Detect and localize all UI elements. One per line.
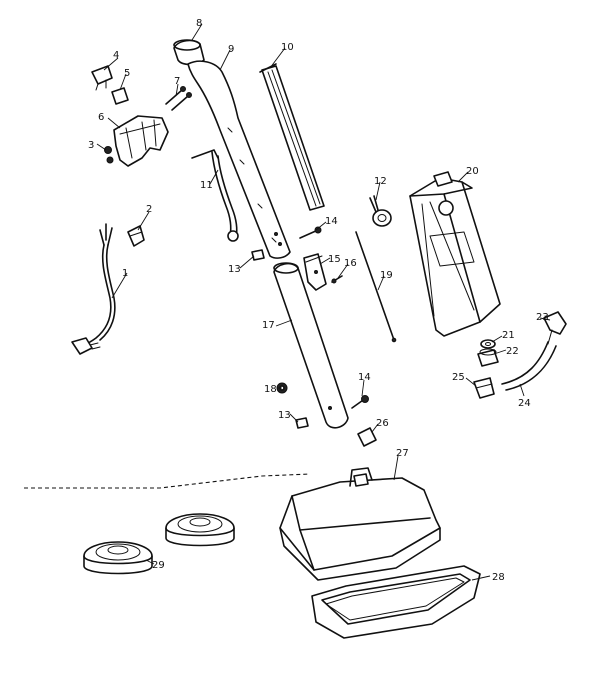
label-part-9: 9 bbox=[228, 44, 234, 55]
part-number-labels: 1 2 3 4 5 6 7 8 9 10 11 12 13 13 14 14 1… bbox=[88, 18, 549, 583]
part-motor-housing bbox=[279, 467, 441, 581]
part-cord-rail bbox=[259, 63, 325, 211]
part-screw-upper bbox=[251, 249, 265, 261]
label-part-27: 27 bbox=[396, 448, 409, 459]
label-part-28: 28 bbox=[492, 572, 505, 583]
label-part-26: 26 bbox=[376, 418, 389, 429]
part-nut bbox=[104, 146, 114, 164]
label-part-4: 4 bbox=[113, 50, 119, 61]
label-part-12: 12 bbox=[374, 176, 387, 187]
label-part-1: 1 bbox=[122, 268, 128, 279]
optional-parts-boundary bbox=[24, 473, 311, 489]
part-bolt-lower bbox=[351, 395, 369, 409]
label-part-20: 20 bbox=[466, 166, 479, 177]
part-valve bbox=[473, 377, 495, 399]
part-solution-tank bbox=[409, 171, 501, 337]
label-part-8: 8 bbox=[196, 18, 202, 29]
part-wire-connector bbox=[127, 225, 145, 247]
part-switch bbox=[91, 65, 113, 91]
part-screws bbox=[165, 86, 192, 111]
part-power-cord bbox=[71, 223, 116, 355]
label-part-23: 23 bbox=[536, 312, 549, 323]
label-part-2: 2 bbox=[146, 204, 152, 215]
label-part-6: 6 bbox=[98, 112, 104, 123]
part-bracket bbox=[303, 253, 327, 291]
part-upper-handle bbox=[187, 60, 291, 259]
label-part-25: 25 bbox=[452, 372, 465, 383]
part-brushes bbox=[83, 513, 235, 575]
part-lower-handle bbox=[273, 262, 349, 429]
part-handle-grip bbox=[173, 39, 205, 66]
label-part-7: 7 bbox=[174, 76, 180, 87]
label-part-14-lower: 14 bbox=[358, 372, 371, 383]
label-part-14-upper: 14 bbox=[325, 216, 338, 227]
part-screw-lower bbox=[295, 417, 309, 429]
part-tray bbox=[311, 565, 481, 639]
part-switch-housing bbox=[113, 115, 169, 167]
leader-lines bbox=[96, 23, 551, 581]
label-part-11: 11 bbox=[200, 180, 213, 191]
label-part-16: 16 bbox=[344, 258, 357, 269]
label-part-10: 10 bbox=[281, 42, 294, 53]
part-fitting bbox=[477, 348, 499, 367]
part-latch-lever bbox=[191, 149, 239, 242]
part-rod bbox=[355, 231, 397, 343]
label-part-3: 3 bbox=[88, 140, 94, 151]
label-part-18: 18 bbox=[264, 384, 277, 395]
label-part-19: 19 bbox=[380, 270, 393, 281]
label-part-24: 24 bbox=[518, 398, 531, 409]
label-part-5: 5 bbox=[124, 68, 130, 79]
label-part-17: 17 bbox=[262, 320, 275, 331]
part-washer bbox=[480, 339, 496, 349]
label-part-22: 22 bbox=[506, 346, 519, 357]
part-bolt-upper bbox=[299, 226, 322, 239]
label-part-21: 21 bbox=[502, 330, 515, 341]
label-part-13-lower: 13 bbox=[278, 410, 291, 421]
part-switch-cap bbox=[111, 87, 129, 105]
part-tube bbox=[501, 341, 557, 391]
label-part-15: 15 bbox=[328, 254, 341, 265]
label-part-13-upper: 13 bbox=[228, 264, 241, 275]
part-screw-bracket bbox=[331, 275, 343, 284]
part-cord-hook bbox=[369, 195, 392, 227]
part-clip bbox=[357, 427, 377, 447]
label-part-29: 29 bbox=[152, 560, 165, 571]
